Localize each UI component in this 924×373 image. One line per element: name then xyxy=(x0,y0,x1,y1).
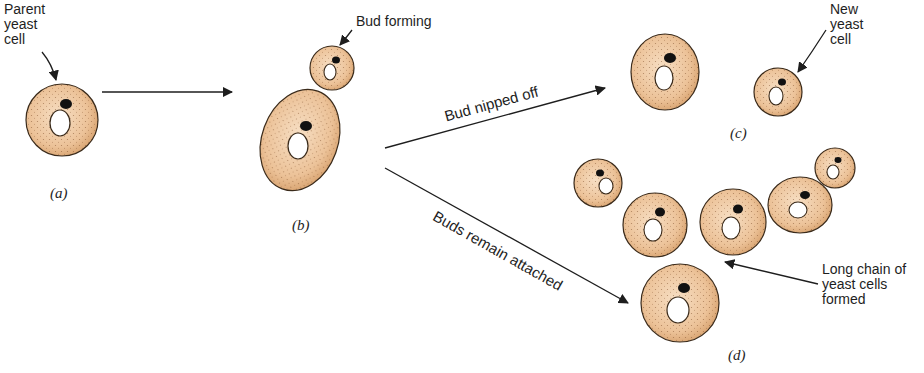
figure-letter: (d) xyxy=(728,348,746,363)
callout-label: New yeast cell xyxy=(830,2,878,47)
arrow-label: Buds remain attached xyxy=(430,207,565,293)
callout-label: Bud forming xyxy=(356,14,431,29)
callout-label: Long chain of yeast cells formed xyxy=(822,262,920,307)
arrows xyxy=(42,30,826,303)
new-yeast-cell xyxy=(754,68,802,116)
arrow-label: Bud nipped off xyxy=(442,82,540,124)
process-arrow xyxy=(385,168,628,303)
leader-arrow xyxy=(725,262,818,284)
figure-letter: (a) xyxy=(50,186,68,201)
budding-cell xyxy=(247,46,354,202)
leader-arrow xyxy=(340,30,352,45)
figure-letter: (c) xyxy=(730,126,747,141)
leader-arrow xyxy=(798,30,826,72)
leader-arrow xyxy=(42,52,56,80)
yeast-cell xyxy=(26,84,98,156)
yeast-cell xyxy=(631,34,699,110)
process-arrow xyxy=(102,91,232,92)
yeast-chain xyxy=(574,148,855,342)
callout-label: Parent yeast cell xyxy=(4,2,54,47)
figure-letter: (b) xyxy=(292,218,310,233)
